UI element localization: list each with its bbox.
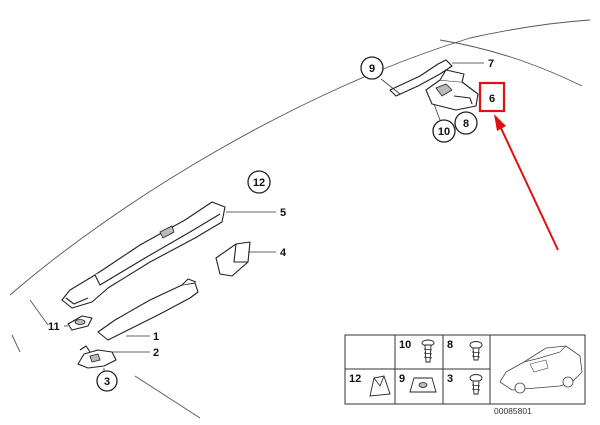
callout-2: 2 [153,347,159,359]
inset-label-12: 12 [349,373,361,385]
callout-12-circle: 12 [247,170,271,194]
fastener-inset: 10 8 12 9 3 [344,334,586,405]
callout-12: 12 [253,177,265,189]
car-silhouette-icon [499,345,583,394]
callout-3: 3 [104,376,110,388]
callout-3-circle: 3 [96,370,118,392]
callout-11: 11 [48,321,60,333]
part-7-upper-trim [389,59,453,97]
inset-label-8: 8 [447,339,453,351]
part-11-clip [67,315,93,331]
screw-icon [421,339,435,363]
clip-icon [369,375,391,397]
callout-9-circle: 9 [360,56,384,80]
part-2-bracket [77,345,117,369]
screw-icon [469,374,483,395]
part-4-cover [215,241,251,277]
callout-7: 7 [488,58,494,70]
inset-label-10: 10 [399,339,411,351]
callout-5: 5 [280,207,286,219]
callout-8-circle: 8 [454,111,478,135]
inset-label-3: 3 [447,373,453,385]
callout-10-circle: 10 [432,119,456,143]
roof-outline [9,19,591,419]
nut-clip-icon [409,377,437,393]
callout-8: 8 [463,118,469,130]
callout-10: 10 [438,126,450,138]
inset-label-9: 9 [399,373,405,385]
reference-number: 00085801 [494,406,532,416]
screw-icon [469,341,483,361]
part-1-lower-trim [97,278,199,341]
red-arrow-icon [494,114,559,251]
callout-9: 9 [369,63,375,75]
callout-4: 4 [280,247,287,259]
callout-6: 6 [489,93,495,105]
callout-1: 1 [153,331,159,343]
part-5-pillar-trim [61,201,226,309]
part-6-handle-bracket [425,69,479,111]
callout-6-highlight: 6 [478,81,506,113]
